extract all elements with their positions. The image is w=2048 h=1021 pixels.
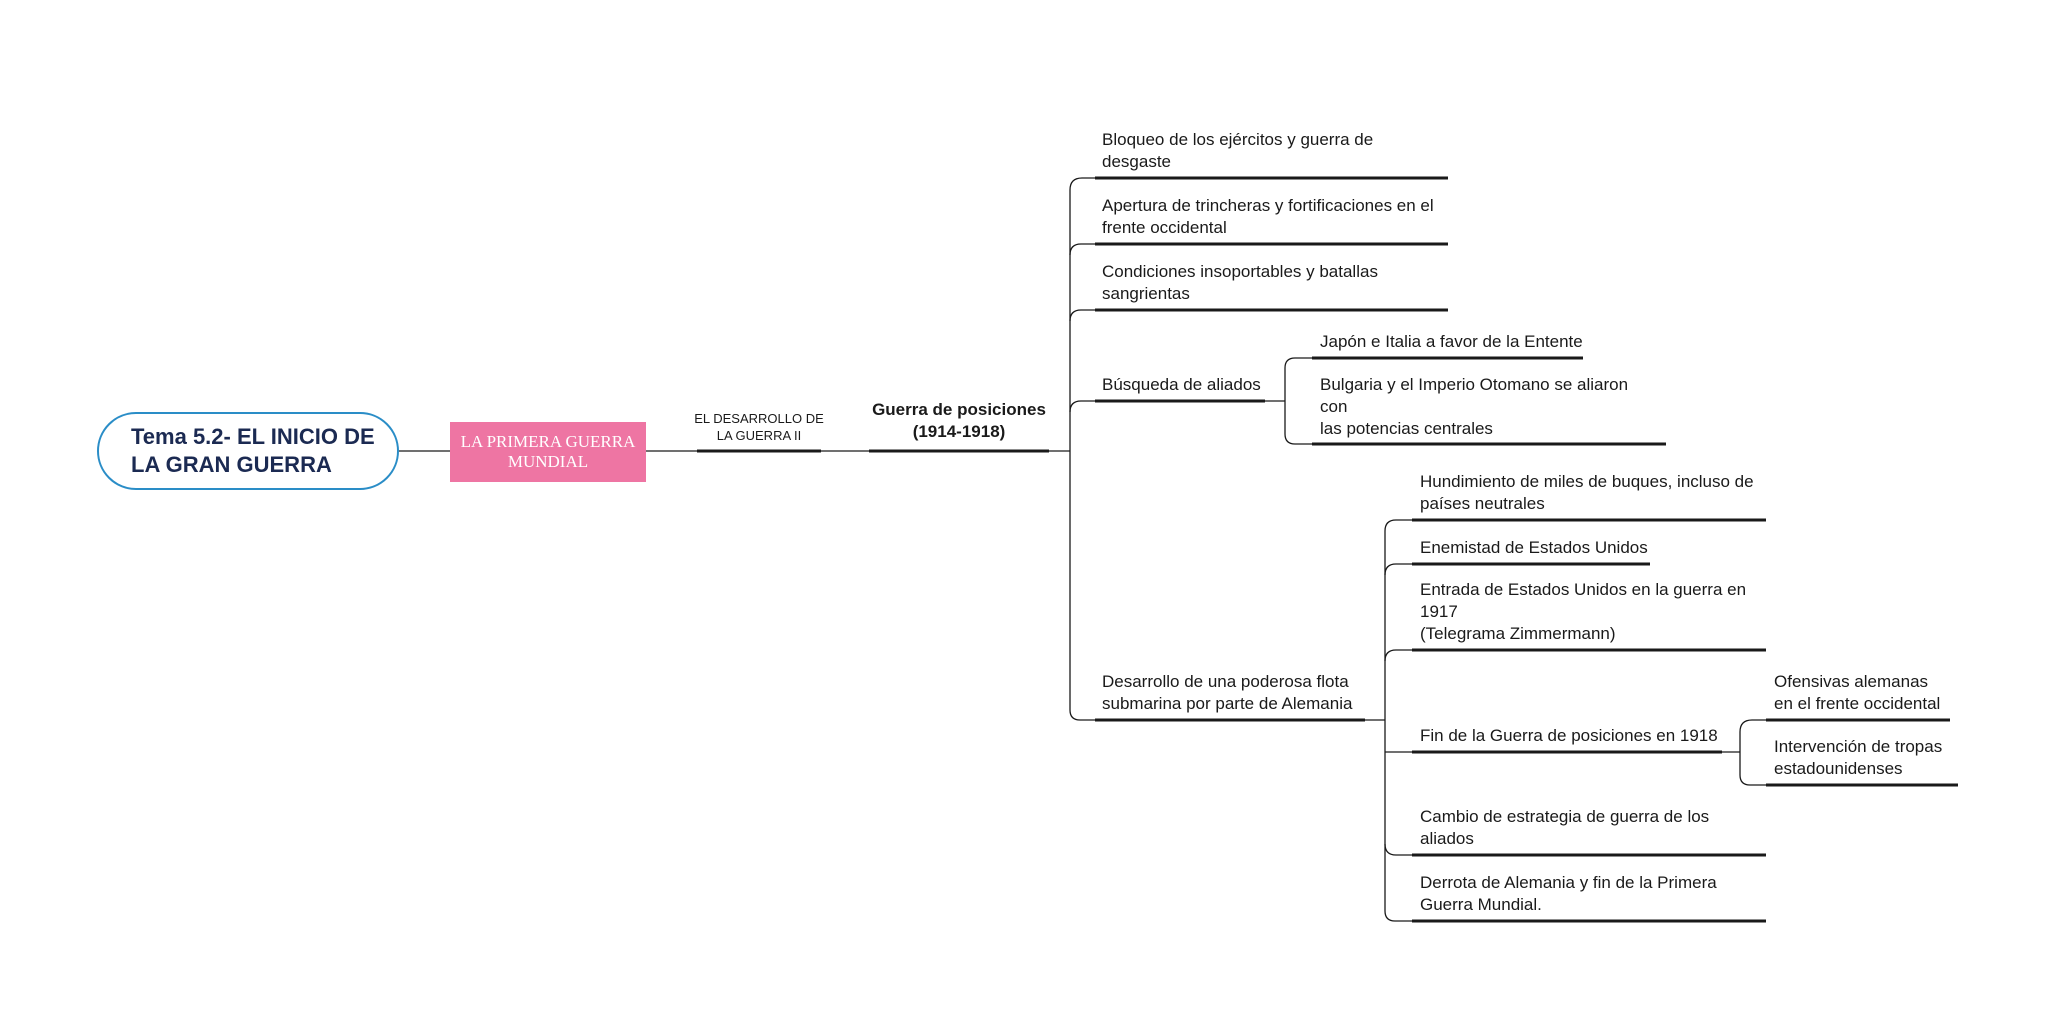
node-bulgaria-imperio[interactable]: Bulgaria y el Imperio Otomano se aliaron… (1320, 375, 1629, 438)
topic-label: LA PRIMERA GUERRA MUNDIAL (460, 432, 636, 471)
phase-node-guerra-posiciones[interactable]: Guerra de posiciones (1914-1918) (872, 400, 1046, 441)
node-flota-submarina[interactable]: Desarrollo de una poderosa flota submari… (1102, 672, 1353, 713)
node-derrota-alemania[interactable]: Derrota de Alemania y fin de la Primera … (1420, 873, 1717, 914)
subtopic-node-desarrollo[interactable]: EL DESARROLLO DE LA GUERRA II (694, 411, 824, 443)
central-topic[interactable]: Tema 5.2- EL INICIO DE LA GRAN GUERRA (97, 412, 399, 490)
node-hundimiento[interactable]: Hundimiento de miles de buques, incluso … (1420, 472, 1754, 513)
central-topic-label: Tema 5.2- EL INICIO DE LA GRAN GUERRA (131, 424, 375, 477)
node-busqueda-aliados[interactable]: Búsqueda de aliados (1102, 375, 1261, 394)
node-apertura-trincheras[interactable]: Apertura de trincheras y fortificaciones… (1102, 196, 1434, 237)
node-intervencion-tropas[interactable]: Intervención de tropas estadounidenses (1774, 737, 1943, 778)
node-entrada-eeuu[interactable]: Entrada de Estados Unidos en la guerra e… (1420, 580, 1747, 643)
node-ofensivas-alemanas[interactable]: Ofensivas alemanas en el frente occident… (1774, 672, 1941, 713)
node-enemistad[interactable]: Enemistad de Estados Unidos (1420, 538, 1648, 557)
node-fin-guerra-posiciones[interactable]: Fin de la Guerra de posiciones en 1918 (1420, 726, 1718, 745)
node-japon-italia[interactable]: Japón e Italia a favor de la Entente (1320, 332, 1583, 351)
node-cambio-estrategia[interactable]: Cambio de estrategia de guerra de los al… (1420, 807, 1710, 848)
node-condiciones[interactable]: Condiciones insoportables y batallas san… (1102, 262, 1378, 303)
topic-node-primera-guerra[interactable]: LA PRIMERA GUERRA MUNDIAL (450, 422, 646, 482)
node-bloqueo[interactable]: Bloqueo de los ejércitos y guerra de des… (1102, 130, 1374, 171)
